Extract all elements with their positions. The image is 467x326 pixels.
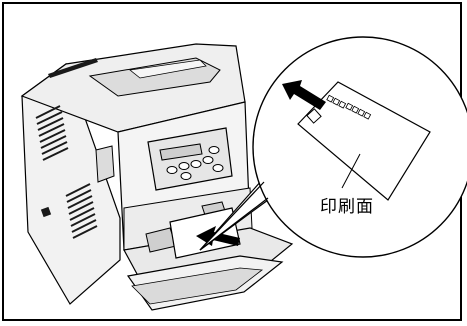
- control-panel: [147, 127, 233, 191]
- side-vents: [35, 105, 98, 239]
- postcode-boxes: [326, 94, 372, 120]
- stamp-box: [306, 108, 322, 124]
- control-buttons: [166, 146, 224, 180]
- side-handle: [95, 145, 115, 183]
- side-port: [40, 206, 52, 218]
- display-window: [159, 143, 203, 161]
- print-side-label: 印刷面: [320, 197, 374, 217]
- label-leader-line: [341, 153, 361, 189]
- envelope-large: [297, 81, 431, 201]
- feed-direction-arrow: [282, 80, 326, 110]
- top-vent: [48, 58, 98, 78]
